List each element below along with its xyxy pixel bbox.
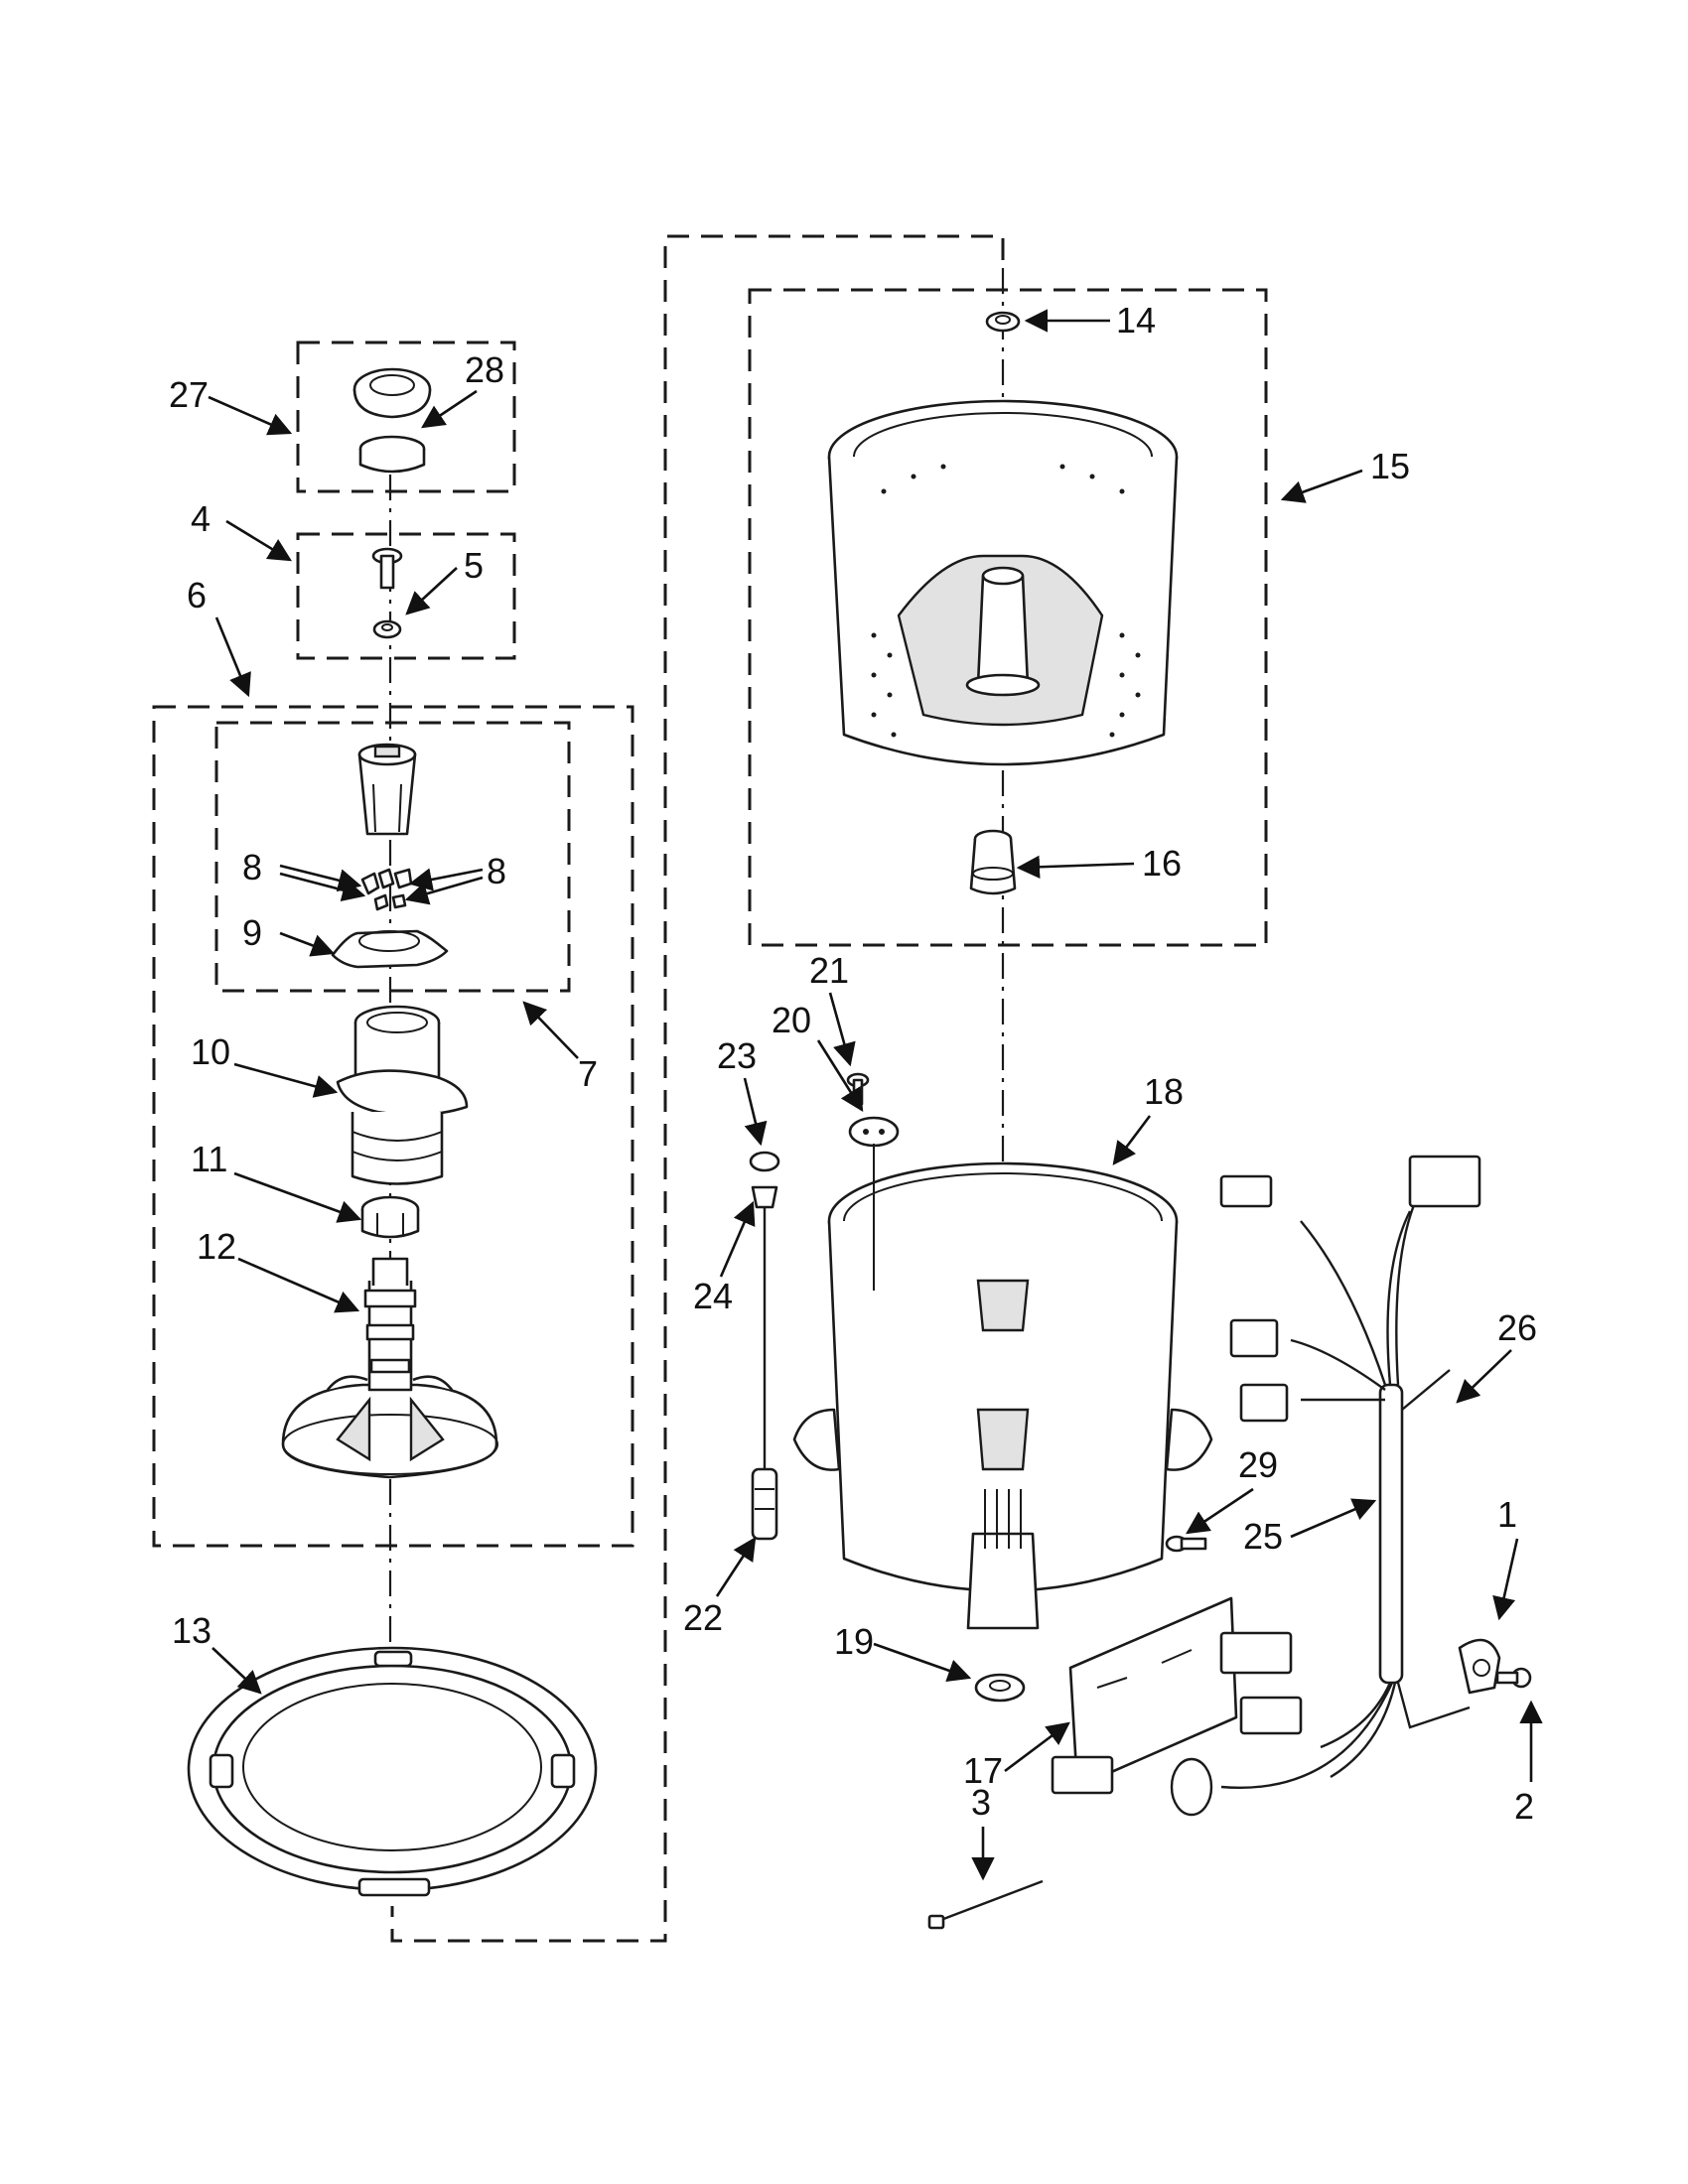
callout-2: 2 xyxy=(1514,1786,1534,1827)
part-wire-harness xyxy=(1051,1155,1481,1817)
callout-24: 24 xyxy=(693,1276,733,1316)
callout-11: 11 xyxy=(191,1139,227,1179)
callout-3: 3 xyxy=(971,1782,991,1823)
callout-7: 7 xyxy=(578,1053,598,1094)
callout-6: 6 xyxy=(187,575,207,615)
callout-9: 9 xyxy=(242,912,262,953)
part-dogs-pawls xyxy=(360,868,413,911)
group-box-27 xyxy=(296,341,516,493)
part-basket-hub xyxy=(969,829,1017,895)
leader-lines xyxy=(208,309,1543,1881)
callout-10: 10 xyxy=(191,1031,230,1072)
part-drive-hub xyxy=(357,743,417,836)
part-tub-seal xyxy=(974,1673,1026,1703)
callout-18: 18 xyxy=(1144,1071,1184,1112)
callout-26: 26 xyxy=(1497,1307,1537,1348)
callout-12: 12 xyxy=(197,1226,236,1267)
part-nut xyxy=(985,311,1021,333)
group-box-6 xyxy=(152,705,634,1548)
callout-8a: 8 xyxy=(242,847,262,887)
callout-22: 22 xyxy=(683,1597,723,1638)
callout-28: 28 xyxy=(465,349,504,390)
part-screw-29 xyxy=(1165,1535,1207,1553)
callout-20: 20 xyxy=(772,1000,811,1040)
part-agitator-base xyxy=(281,1257,498,1479)
callout-5: 5 xyxy=(464,545,484,586)
callout-16: 16 xyxy=(1142,843,1182,884)
part-cap xyxy=(352,367,432,419)
part-wash-basket xyxy=(827,399,1179,766)
callout-8b: 8 xyxy=(487,851,506,891)
group-box-7 xyxy=(214,721,571,993)
callout-14: 14 xyxy=(1116,300,1156,341)
connection-line xyxy=(390,234,1005,1943)
part-bearing xyxy=(360,1195,420,1239)
part-seal-ring xyxy=(358,435,426,474)
part-clamp xyxy=(1458,1638,1501,1695)
callout-21: 21 xyxy=(809,950,849,991)
callout-25: 25 xyxy=(1243,1516,1283,1557)
part-outer-tub xyxy=(792,1161,1213,1630)
part-screw-21 xyxy=(846,1072,870,1106)
callout-27: 27 xyxy=(169,374,209,415)
part-cam xyxy=(331,929,449,969)
part-screw-2 xyxy=(1495,1667,1532,1689)
group-box-15 xyxy=(748,288,1268,947)
callout-23: 23 xyxy=(717,1035,757,1076)
callout-29: 29 xyxy=(1238,1444,1278,1485)
part-bolt xyxy=(371,547,403,590)
part-cable-tie xyxy=(927,1879,1044,1930)
callout-13: 13 xyxy=(172,1610,211,1651)
part-control-board xyxy=(1068,1596,1238,1789)
callout-4: 4 xyxy=(191,498,211,539)
part-bracket xyxy=(848,1116,900,1291)
callout-17: 17 xyxy=(963,1750,1003,1791)
callout-1: 1 xyxy=(1497,1494,1517,1535)
part-auger xyxy=(336,1005,469,1185)
part-tub-ring xyxy=(187,1646,598,1897)
part-suspension-rod xyxy=(749,1151,780,1541)
callout-19: 19 xyxy=(834,1621,874,1662)
group-box-4 xyxy=(296,532,516,660)
callout-15: 15 xyxy=(1370,446,1410,486)
part-washer xyxy=(372,619,402,639)
